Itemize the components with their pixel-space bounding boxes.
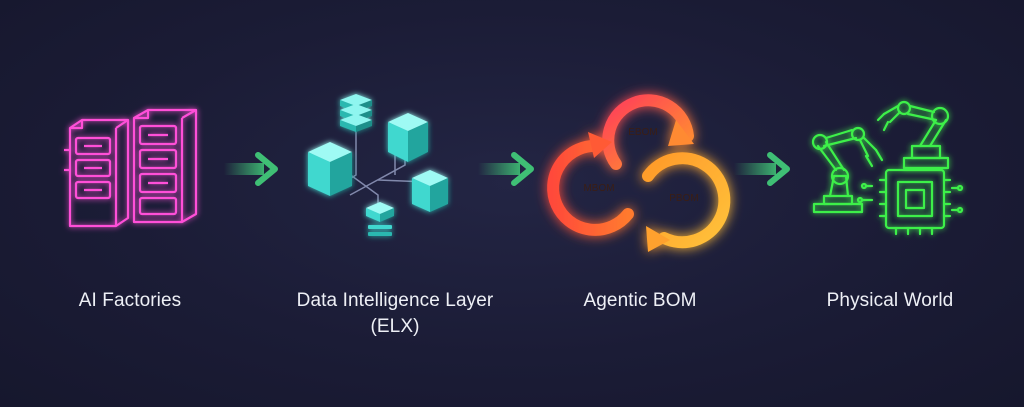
cube-left (308, 142, 352, 196)
robot-arm-left (811, 126, 884, 214)
flow-arrow-3 (734, 152, 790, 186)
database-stack (340, 94, 372, 132)
server-rack-right (132, 108, 198, 224)
cube-bottom-stack (366, 202, 394, 236)
stage-label-data-line2: (ELX) (370, 316, 420, 337)
cube-right (412, 170, 448, 212)
bom-cycle-icon (547, 94, 731, 252)
stage-label-ai-factories: AI Factories (78, 290, 182, 311)
pbom-ring (642, 152, 731, 252)
server-rack-icon (64, 108, 198, 228)
stage-label-physical-world: Physical World (826, 290, 954, 311)
server-rack-left (64, 118, 130, 228)
stage-label-data-intelligence: Data Intelligence Layer (ELX) (270, 288, 520, 340)
bom-label-pbom: PBOM (669, 193, 698, 204)
robot-arm-right (876, 100, 950, 170)
circuit-chip (856, 168, 964, 236)
stage-label-agentic-bom: Agentic BOM (583, 290, 697, 311)
data-cubes-icon (308, 94, 448, 236)
flow-arrow-1 (224, 152, 278, 186)
stage-label-data-line1: Data Intelligence Layer (296, 290, 494, 311)
mbom-ring (547, 132, 634, 236)
robot-arm-chip-icon (811, 100, 964, 236)
flow-arrow-2 (478, 152, 534, 186)
bom-label-mbom: MBOM (583, 183, 614, 194)
cube-top-right (388, 113, 428, 162)
bom-label-ebom: EBOM (628, 127, 657, 138)
